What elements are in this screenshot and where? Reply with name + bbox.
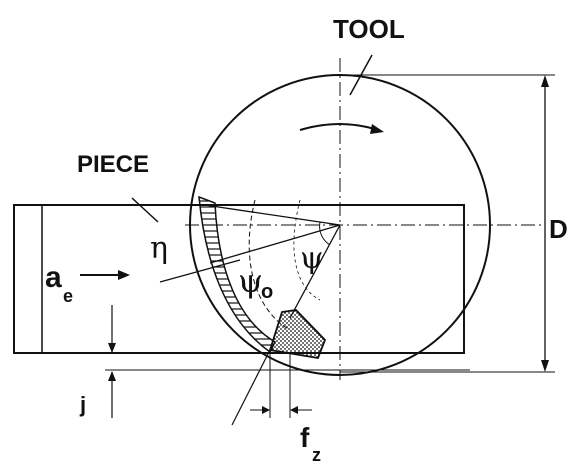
eta-label: η xyxy=(150,231,168,266)
psi-o-subscript: o xyxy=(261,281,273,303)
tool-leader xyxy=(349,54,373,96)
chip-hatch-region xyxy=(198,195,276,354)
workpiece xyxy=(13,204,465,354)
piece-label: PIECE xyxy=(77,151,149,178)
fz-subscript: z xyxy=(312,445,321,461)
workpiece-outline xyxy=(13,204,465,354)
ae-label: a xyxy=(45,261,62,294)
diameter-label: D xyxy=(549,214,567,244)
tool-label: TOOL xyxy=(333,14,405,44)
fz-label: f xyxy=(300,422,310,453)
piece-leader xyxy=(131,197,159,223)
tooth-rake-line xyxy=(295,309,326,341)
rotation-arrow xyxy=(299,123,384,134)
fz-dimension xyxy=(231,349,312,426)
ae-subscript: e xyxy=(63,286,73,306)
psi-label: ψ xyxy=(300,241,324,276)
diameter-dimension xyxy=(340,74,555,373)
eta-leader xyxy=(159,259,241,283)
j-dimension xyxy=(105,305,470,418)
psi-angle-arc xyxy=(319,221,331,246)
radial-line-current xyxy=(209,224,341,264)
psi-o-label: ψ xyxy=(238,262,263,300)
radial-line-entry xyxy=(204,204,341,226)
radial-line-tooth xyxy=(289,224,341,319)
ae-arrow xyxy=(80,270,130,280)
j-label: j xyxy=(79,392,86,417)
cutting-tooth xyxy=(268,309,327,360)
